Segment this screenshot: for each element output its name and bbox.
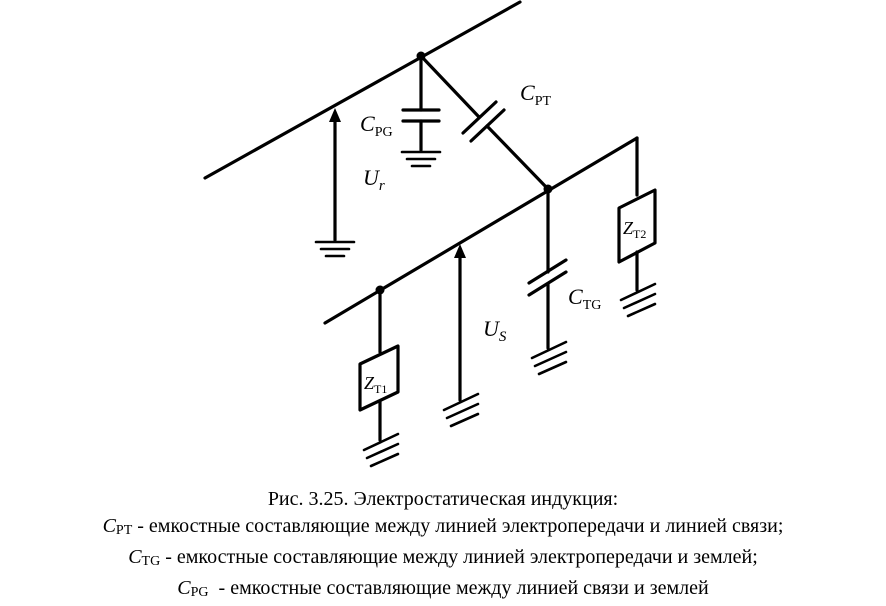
figure-caption: Рис. 3.25. Электростатическая индукция: … <box>0 486 886 606</box>
caption-title: Рис. 3.25. Электростатическая индукция: <box>267 488 619 510</box>
power-line <box>203 0 522 180</box>
electrostatic-induction-circuit: CPT CPG Ur CTG US ZT1 ZT2 <box>203 0 657 468</box>
capacitor-c-pg <box>400 54 442 168</box>
label-u-r: Ur <box>363 165 385 194</box>
capacitor-c-pt <box>419 54 550 191</box>
label-z-t1: ZT1 <box>364 373 387 396</box>
label-c-pg: CPG <box>360 111 393 140</box>
impedance-z-t2 <box>617 136 657 318</box>
label-c-pt: CPT <box>520 80 551 109</box>
voltage-us-arrow <box>442 244 480 428</box>
caption-line-c-pt: CPT - емкостные составляющие между линие… <box>102 515 784 538</box>
capacitor-c-tg <box>527 187 568 376</box>
impedance-z-t1 <box>358 288 400 468</box>
caption-line-c-tg: CTG - емкостные составляющие между линие… <box>128 546 758 569</box>
voltage-ur-arrow <box>314 108 356 258</box>
label-c-tg: CTG <box>568 284 601 313</box>
label-z-t2: ZT2 <box>623 218 646 241</box>
caption-line-c-pg: CPG - емкостные составляющие между линие… <box>177 577 709 600</box>
label-u-s: US <box>483 316 507 345</box>
